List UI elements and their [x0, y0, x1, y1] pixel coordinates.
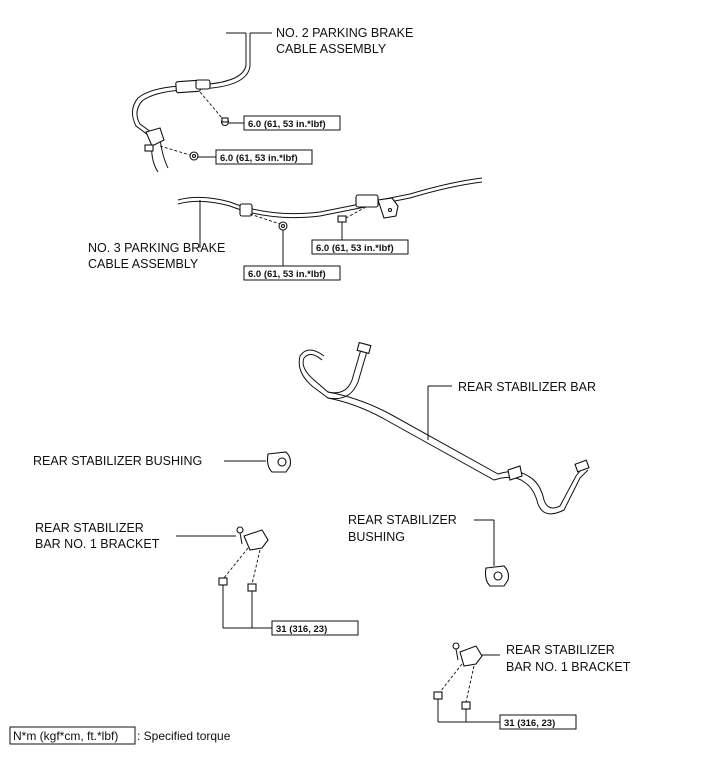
- legend-unit: N*m (kgf*cm, ft.*lbf): [13, 729, 118, 743]
- torque-box-3: [311, 239, 409, 255]
- bracket-left-label-line2: BAR NO. 1 BRACKET: [35, 537, 160, 551]
- no2-cable-label-line2: CABLE ASSEMBLY: [276, 42, 387, 56]
- rear-stabilizer-bar: [298, 341, 590, 515]
- bolt-icon: [433, 663, 475, 722]
- bushing-left-label: REAR STABILIZER BUSHING: [33, 454, 202, 468]
- torque-value-2: 6.0 (61, 53 in.*lbf): [220, 153, 298, 164]
- bolt-icon: [337, 206, 367, 240]
- torque-value-3: 6.0 (61, 53 in.*lbf): [316, 243, 394, 254]
- torque-value-1: 6.0 (61, 53 in.*lbf): [248, 119, 326, 130]
- nut-icon: [159, 145, 199, 161]
- torque-box-4: [243, 265, 341, 281]
- bushing-right-label-line1: REAR STABILIZER: [348, 513, 457, 527]
- legend-unit-box: [9, 726, 136, 745]
- bushing-icon: [484, 565, 510, 587]
- torque-box-5: [271, 620, 359, 636]
- torque-value-4: 6.0 (61, 53 in.*lbf): [248, 269, 326, 280]
- bushing-icon: [266, 451, 292, 473]
- no3-cable-label-line1: NO. 3 PARKING BRAKE: [88, 241, 225, 255]
- torque-box-6: [499, 714, 577, 730]
- bushing-right-label-line2: BUSHING: [348, 530, 405, 544]
- bracket-right-label-line2: BAR NO. 1 BRACKET: [506, 660, 631, 674]
- bracket-right-label-line1: REAR STABILIZER: [506, 643, 615, 657]
- bracket-icon: [452, 642, 483, 667]
- bolt-icon: [199, 91, 230, 127]
- bracket-icon: [236, 526, 269, 551]
- bolt-icon: [218, 547, 261, 628]
- torque-box-1: [243, 115, 341, 131]
- torque-value-6: 31 (316, 23): [504, 718, 555, 729]
- no3-parking-brake-cable: [177, 177, 483, 219]
- torque-box-2: [215, 149, 313, 165]
- bracket-left-label-line1: REAR STABILIZER: [35, 521, 144, 535]
- stabilizer-bar-label: REAR STABILIZER BAR: [458, 380, 596, 394]
- no3-cable-label-line2: CABLE ASSEMBLY: [88, 257, 199, 271]
- legend-description: : Specified torque: [137, 729, 231, 743]
- torque-value-5: 31 (316, 23): [276, 624, 327, 635]
- no2-cable-label-line1: NO. 2 PARKING BRAKE: [276, 26, 413, 40]
- no2-parking-brake-cable: [132, 32, 251, 173]
